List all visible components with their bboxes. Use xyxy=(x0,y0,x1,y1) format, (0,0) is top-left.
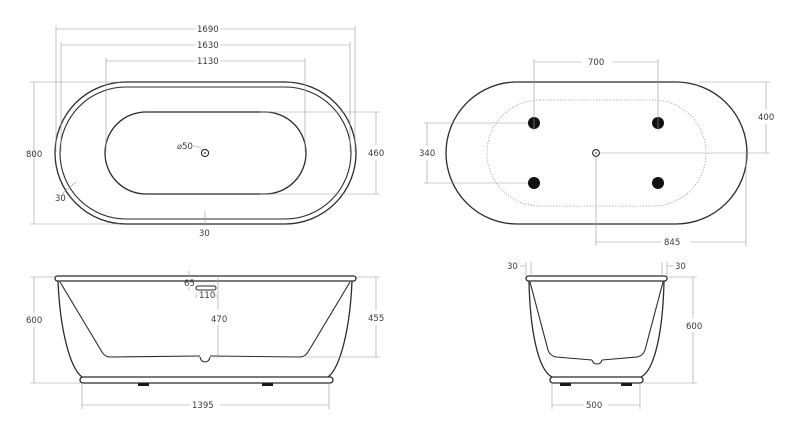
side-rim xyxy=(525,275,668,282)
dim-line xyxy=(61,181,77,195)
side-bowl-outline xyxy=(529,281,664,361)
overall-length-label: 1690 xyxy=(197,25,219,35)
rim-right-label: 30 xyxy=(675,262,686,272)
front-overall-height-label: 600 xyxy=(26,316,42,326)
bowl-outline xyxy=(104,111,307,195)
foot-icon xyxy=(621,383,632,386)
drain-center-icon xyxy=(595,152,597,154)
side-overall-height-label: 600 xyxy=(686,322,702,332)
feet-spacing-length-label: 700 xyxy=(588,58,604,68)
front-body-outline xyxy=(57,280,353,378)
foot-icon xyxy=(528,177,540,189)
foot-icon xyxy=(560,383,571,386)
front-drain xyxy=(199,356,211,363)
overflow-width-label: 110 xyxy=(199,291,215,301)
water-depth-label: 455 xyxy=(368,314,384,324)
side-body-outline xyxy=(528,280,665,378)
inner-rim-outline xyxy=(59,86,352,220)
rim-left-label: 30 xyxy=(507,262,518,272)
drain-icon xyxy=(592,149,600,157)
bowl-length-label: 1130 xyxy=(197,57,219,67)
overflow-offset-label: 65 xyxy=(184,279,195,289)
foot-icon xyxy=(652,177,664,189)
drain-diameter-label: ⌀50 xyxy=(177,142,193,152)
overall-width-label: 800 xyxy=(26,150,42,160)
overflow-slot xyxy=(195,285,217,291)
drain-icon xyxy=(200,148,210,158)
rim-length-label: 1630 xyxy=(197,41,219,51)
base-length-label: 1395 xyxy=(192,401,214,411)
base-width-label: 500 xyxy=(586,401,602,411)
drain-offset-length-label: 845 xyxy=(664,238,680,248)
rim-thickness-side-label: 30 xyxy=(55,194,66,204)
side-view: 30 30 600 500 xyxy=(507,262,702,411)
drain-center-icon xyxy=(204,152,206,154)
bottom-view: 700 340 400 845 xyxy=(419,58,774,248)
side-base xyxy=(549,376,644,384)
front-view: 600 65 110 470 455 1395 xyxy=(26,271,384,411)
bowl-width-label: 460 xyxy=(368,149,384,159)
rim-thickness-bottom-label: 30 xyxy=(199,229,210,239)
drain-leader xyxy=(192,145,203,151)
inner-depth-label: 470 xyxy=(211,315,227,325)
front-base xyxy=(79,376,334,384)
front-bowl-outline xyxy=(59,281,351,358)
side-drain xyxy=(591,359,603,365)
feet-spacing-width-label: 340 xyxy=(419,149,435,159)
foot-icon xyxy=(262,383,273,386)
drain-offset-width-label: 400 xyxy=(758,113,774,123)
outer-rim-outline xyxy=(54,81,357,225)
foot-icon xyxy=(138,383,149,386)
front-rim xyxy=(54,275,357,282)
top-view: ⌀50 1690 1630 1130 800 460 30 xyxy=(26,25,384,239)
